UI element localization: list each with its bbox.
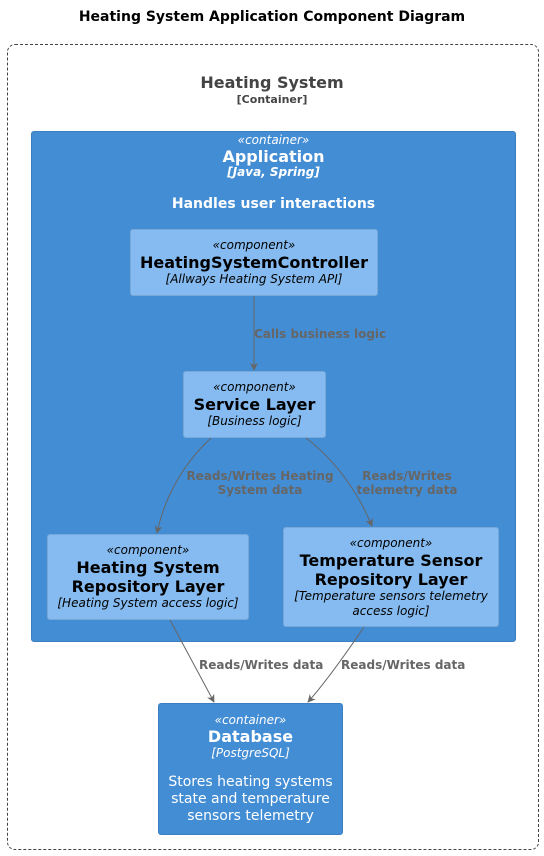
boundary-name: Heating System bbox=[200, 73, 344, 92]
database-stereotype: «container» bbox=[214, 713, 287, 727]
service-tech: [Business logic] bbox=[207, 414, 302, 428]
edge-service-to-heating-repo bbox=[154, 437, 212, 534]
controller-tech: [Allways Heating System API] bbox=[165, 272, 343, 286]
edge-label-telemetry-line1: Reads/Writes bbox=[362, 469, 452, 483]
edge-label-temp-db: Reads/Writes data bbox=[341, 658, 466, 672]
heating-repo-name-line1: Heating System bbox=[76, 558, 220, 577]
component-temperature-repository[interactable]: «component» Temperature Sensor Repositor… bbox=[283, 527, 499, 627]
temp-repo-tech-line2: access logic] bbox=[352, 603, 430, 618]
application-stereotype: «container» bbox=[237, 133, 310, 147]
component-service-layer[interactable]: «component» Service Layer [Business logi… bbox=[183, 371, 326, 438]
edge-label-heating-line2: System data bbox=[217, 483, 303, 497]
edge-label-telemetry-line2: telemetry data bbox=[356, 483, 458, 497]
diagram-title: Heating System Application Component Dia… bbox=[78, 9, 466, 25]
component-heating-repository[interactable]: «component» Heating System Repository La… bbox=[47, 534, 249, 620]
application-tech: [Java, Spring] bbox=[227, 165, 320, 179]
database-description: Stores heating systems state and tempera… bbox=[168, 774, 333, 824]
database-tech: [PostgreSQL] bbox=[211, 746, 290, 760]
edge-temp-repo-to-database bbox=[307, 626, 365, 703]
heating-repo-tech: [Heating System access logic] bbox=[57, 596, 239, 610]
edge-service-to-temp-repo bbox=[305, 437, 373, 527]
edge-label-calls-business-logic: Calls business logic bbox=[254, 327, 387, 341]
service-stereotype: «component» bbox=[213, 380, 296, 394]
temp-repo-name-line1: Temperature Sensor bbox=[299, 550, 483, 570]
edge-label-heating-db: Reads/Writes data bbox=[199, 658, 324, 672]
service-name: Service Layer bbox=[193, 395, 316, 414]
temp-repo-tech-line1: [Temperature sensors telemetry bbox=[294, 588, 488, 603]
temp-repo-stereotype: «component» bbox=[349, 535, 433, 550]
container-database[interactable]: «container» Database [PostgreSQL] Stores… bbox=[158, 703, 343, 835]
controller-name: HeatingSystemController bbox=[139, 253, 369, 272]
boundary-type: [Container] bbox=[236, 93, 308, 106]
controller-stereotype: «component» bbox=[212, 238, 296, 252]
application-name: Application bbox=[222, 147, 325, 166]
database-name: Database bbox=[207, 727, 294, 746]
heating-repo-stereotype: «component» bbox=[106, 543, 190, 557]
component-controller[interactable]: «component» HeatingSystemController [All… bbox=[130, 229, 378, 296]
application-description: Handles user interactions bbox=[171, 196, 376, 212]
heating-repo-name-line2: Repository Layer bbox=[71, 577, 225, 596]
temp-repo-name-line2: Repository Layer bbox=[314, 569, 468, 589]
edge-heating-repo-to-database bbox=[169, 619, 215, 703]
edge-label-heating-line1: Reads/Writes Heating bbox=[186, 469, 334, 483]
system-boundary bbox=[7, 44, 539, 850]
